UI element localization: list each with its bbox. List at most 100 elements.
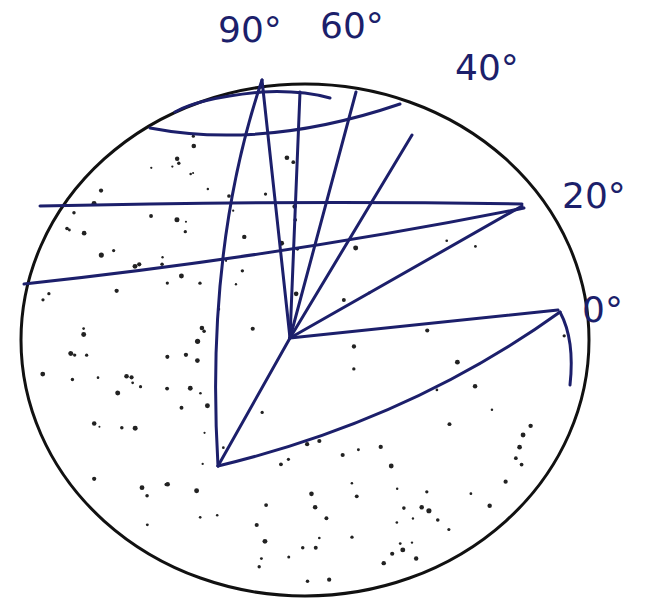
stipple-dot [165, 355, 169, 359]
stipple-dot [150, 167, 152, 169]
stipple-dot [165, 387, 169, 391]
angle-label: 90° [218, 12, 282, 48]
stipple-dot [517, 445, 522, 450]
stipple-dot [318, 537, 321, 540]
stipple-dot [262, 539, 267, 544]
stipple-dot [396, 521, 399, 524]
stipple-dot [291, 160, 295, 164]
stipple-dot [287, 458, 290, 461]
stipple-dot [195, 339, 200, 344]
stipple-dot [188, 386, 193, 391]
stipple-dot [189, 173, 192, 176]
stipple-dot [137, 262, 141, 266]
latitude-line [40, 202, 522, 206]
globe-lines [24, 80, 571, 466]
stipple-dot [177, 162, 180, 165]
stipple-dot [353, 246, 358, 251]
stipple-dot [227, 194, 231, 198]
stipple-dot [149, 214, 153, 218]
stipple-dot [179, 273, 184, 278]
stipple-dot [97, 376, 100, 379]
stipple-dot [112, 249, 115, 252]
stipple-dot [447, 422, 451, 426]
stipple-dot [487, 503, 491, 507]
stipple-dot [389, 464, 394, 469]
stipple-dot [207, 188, 209, 190]
angle-label: 40° [455, 50, 519, 86]
stipple-dot [171, 165, 173, 167]
angle-label: 20° [562, 178, 626, 214]
stipple-dot [194, 488, 199, 493]
stipple-dot [184, 230, 187, 233]
stipple-dot [99, 188, 103, 192]
stipple-dot [419, 505, 424, 510]
stipple-dot [72, 211, 75, 214]
stipple-dot [412, 517, 414, 519]
stipple-dot [161, 256, 163, 258]
stipple-dot [47, 292, 50, 295]
meridian-line [218, 312, 560, 466]
stipple-dot [400, 547, 405, 552]
stipple-dot [92, 421, 97, 426]
stipple-dot [473, 384, 478, 389]
stipple-dot [133, 264, 138, 269]
stipple-dot [491, 408, 493, 410]
stipple-dot [65, 227, 69, 231]
stipple-dot [264, 503, 268, 507]
stipple-dot [399, 542, 402, 545]
stipple-dot [92, 477, 96, 481]
stipple-dot [447, 528, 450, 531]
stipple-dot [314, 546, 318, 550]
stipple-dot [426, 508, 431, 513]
stipple-dot [200, 326, 205, 331]
stipple-dot [99, 253, 104, 258]
stipple-dot [306, 580, 309, 583]
stipple-dot [474, 245, 477, 248]
stipple-dot [390, 552, 394, 556]
meridian-line [216, 80, 262, 466]
stipple-dot [124, 374, 129, 379]
stipple-dot [313, 505, 318, 510]
stipple-dot [411, 541, 413, 543]
stipple-dot [414, 556, 418, 560]
stipple-dot [436, 389, 439, 392]
stipple-dot [352, 344, 356, 348]
stipple-dot [98, 426, 100, 428]
stipple-dot [504, 480, 508, 484]
stipple-dot [202, 463, 204, 465]
stipple-dot [350, 535, 353, 538]
stipple-dot [82, 327, 85, 330]
stipple-dot [261, 411, 264, 414]
stipple-dot [294, 292, 299, 297]
stipple-dot [222, 446, 225, 449]
stipple-dot [145, 494, 149, 498]
stipple-dot [301, 546, 304, 549]
stipple-dot [133, 426, 138, 431]
stipple-dot [174, 217, 179, 222]
stipple-dot [115, 289, 119, 293]
stipple-dot [131, 381, 134, 384]
stipple-dot [140, 485, 145, 490]
stipple-dot [120, 426, 123, 429]
stipple-dot [198, 281, 201, 284]
stipple-dot [255, 523, 259, 527]
stipple-dot [180, 406, 184, 410]
stipple-dot [514, 456, 518, 460]
stipple-dot [232, 210, 234, 212]
radius-line [218, 338, 290, 466]
stipple-dot [166, 482, 170, 486]
stipple-dot [520, 463, 524, 467]
stipple-dot [379, 445, 383, 449]
stipple-dot [139, 385, 142, 388]
stipple-dot [521, 433, 526, 438]
stipple-dot [146, 523, 149, 526]
stipple-dot [185, 221, 187, 223]
stipple-dot [216, 514, 219, 517]
stipple-dot [199, 516, 202, 519]
stipple-dot [425, 490, 428, 493]
stipple-dot [317, 439, 321, 443]
stipple-dot [160, 262, 164, 266]
latitude-line [150, 104, 400, 135]
stipple-dot [81, 332, 86, 337]
